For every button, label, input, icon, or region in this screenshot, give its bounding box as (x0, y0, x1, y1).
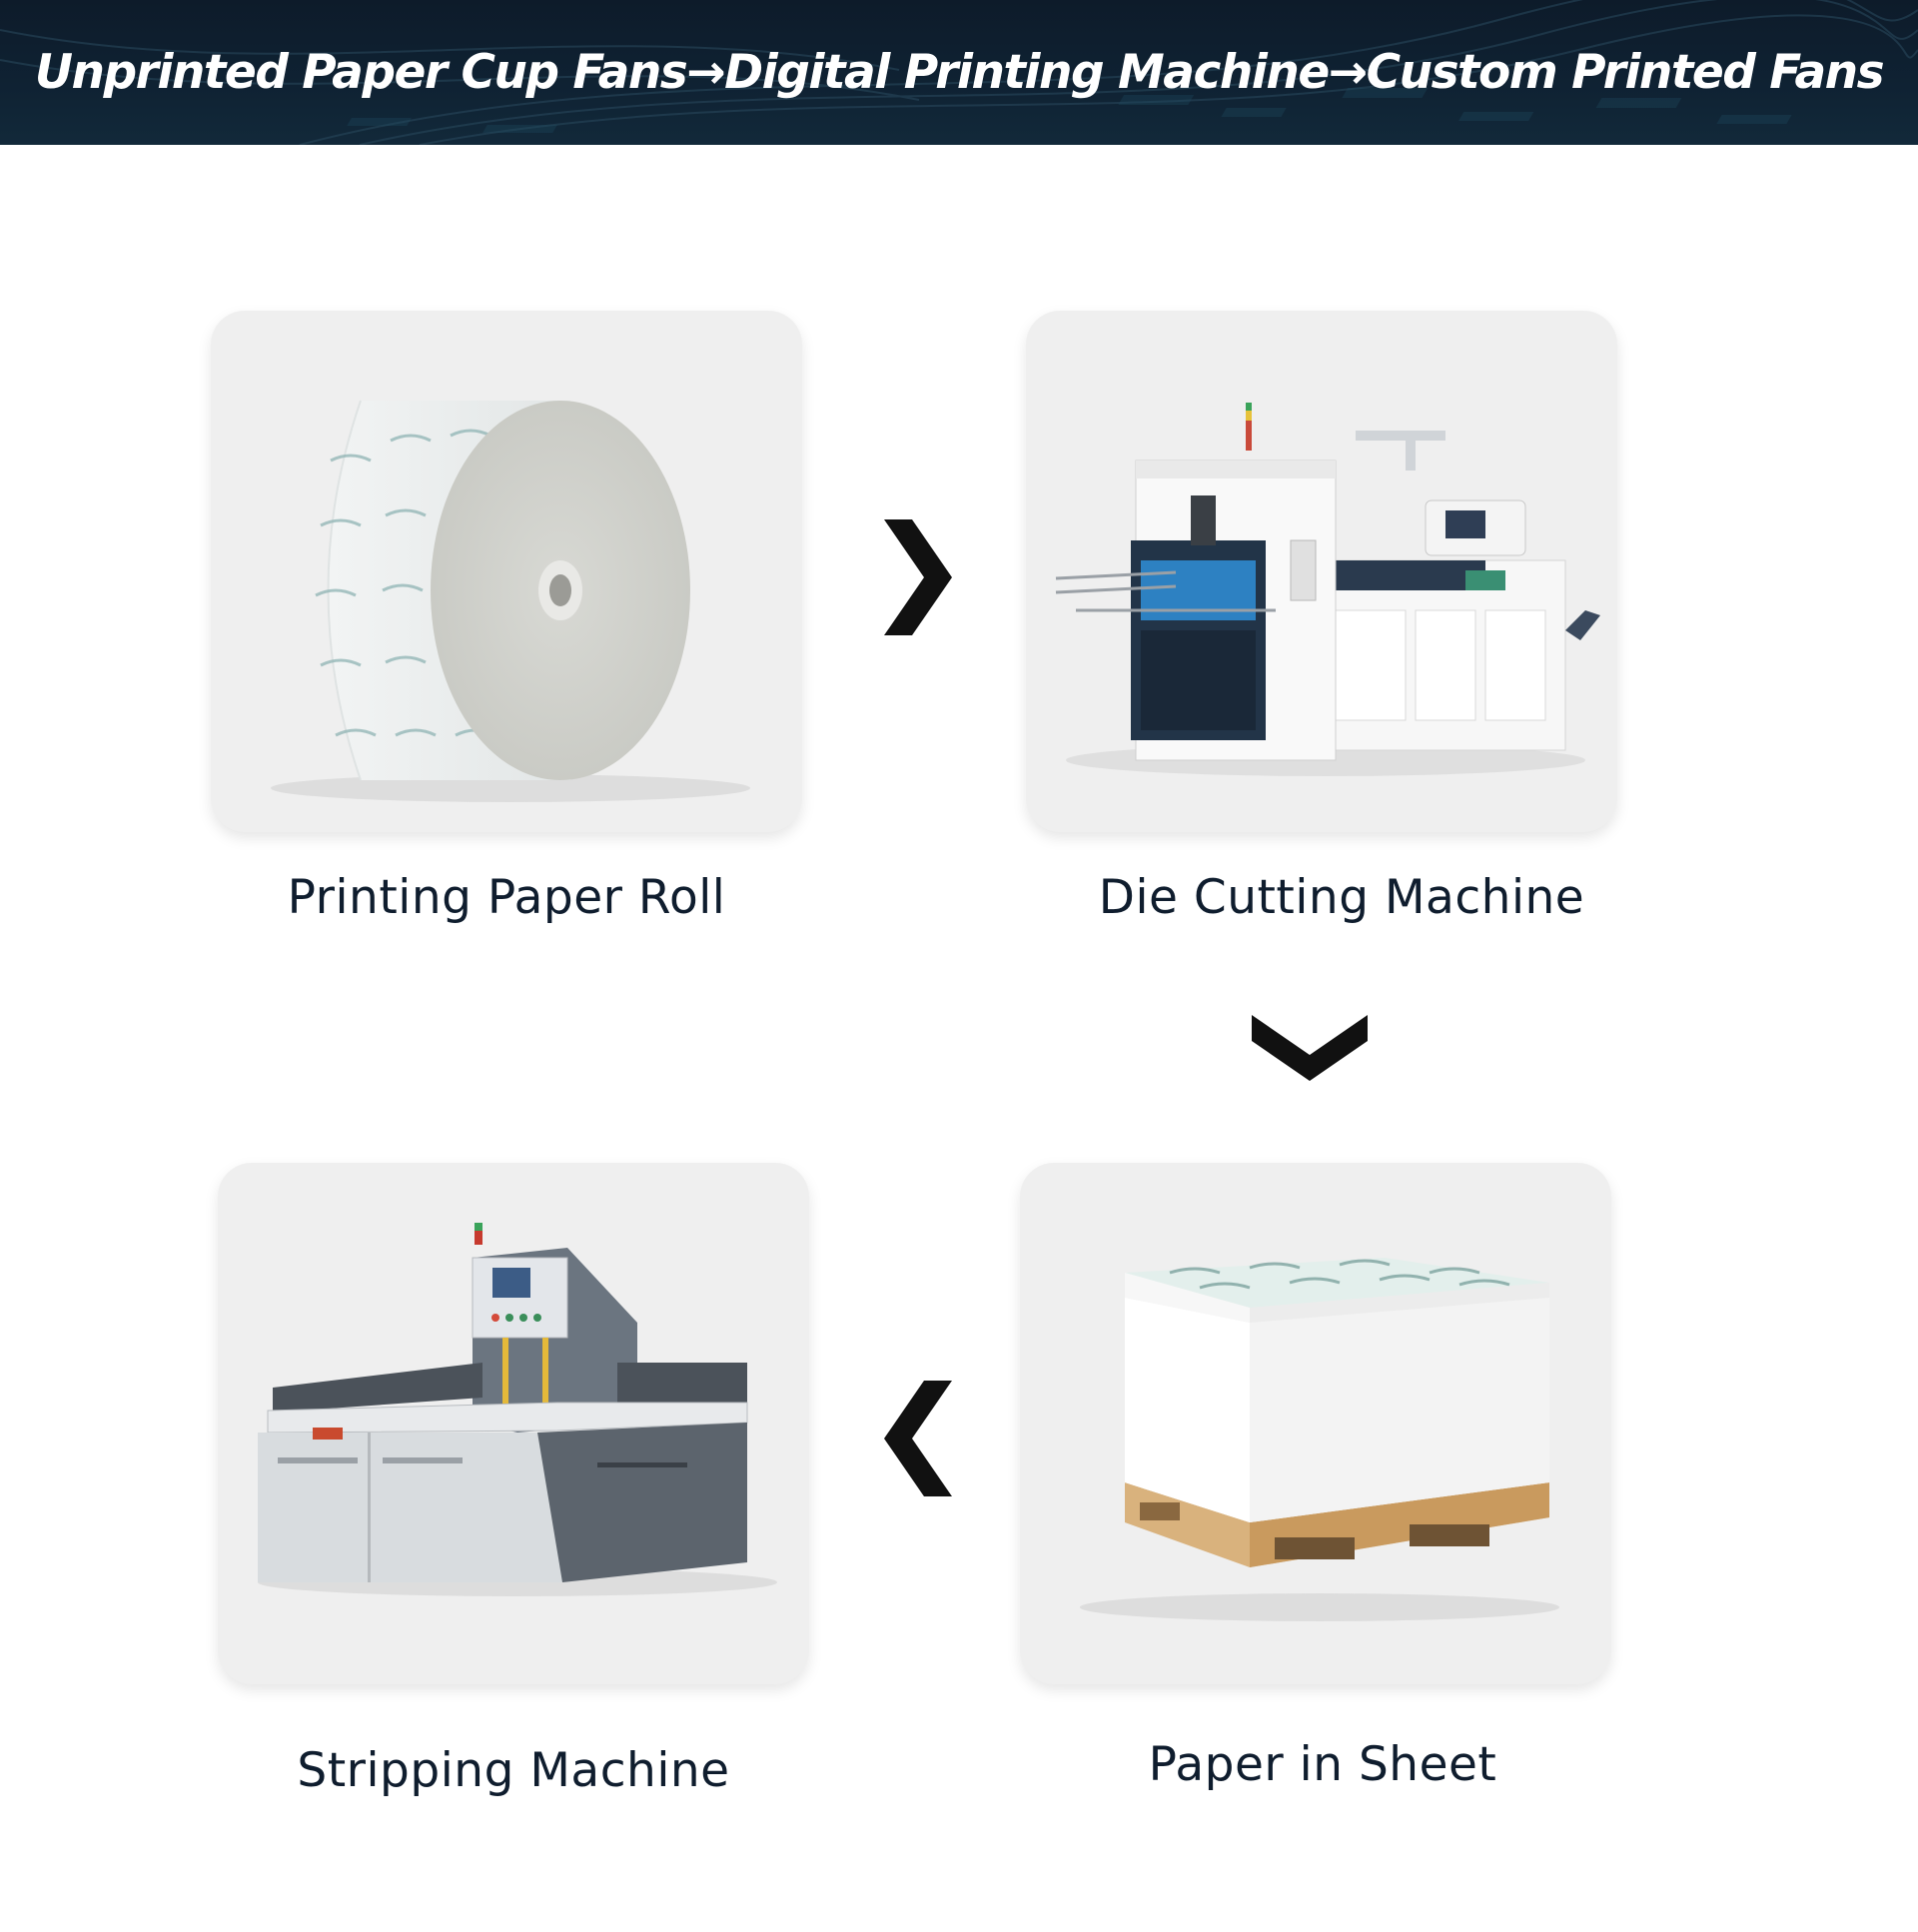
step-label-paper-roll: Printing Paper Roll (287, 870, 726, 925)
step-label-stripping: Stripping Machine (297, 1743, 730, 1798)
step-card-paper-sheet (1020, 1163, 1611, 1684)
header-banner: Unprinted Paper Cup Fans→Digital Printin… (0, 0, 1918, 145)
step-card-die-cutting (1026, 311, 1617, 832)
banner-wave-pattern (0, 0, 1918, 145)
chevron-down-icon (1252, 1015, 1368, 1081)
page-title: Unprinted Paper Cup Fans→Digital Printin… (34, 45, 1885, 100)
paper-stack-pallet-image (1080, 1258, 1559, 1621)
step-card-paper-roll (211, 311, 802, 832)
step-label-paper-sheet: Paper in Sheet (1148, 1737, 1497, 1792)
chevron-right-icon (884, 519, 952, 635)
chevron-left-icon (884, 1381, 952, 1496)
stripping-machine-image (258, 1223, 777, 1596)
paper-roll-image (271, 400, 750, 802)
step-card-stripping (218, 1163, 809, 1684)
step-label-die-cutting: Die Cutting Machine (1098, 870, 1585, 925)
die-cutting-machine-image (1055, 403, 1600, 776)
